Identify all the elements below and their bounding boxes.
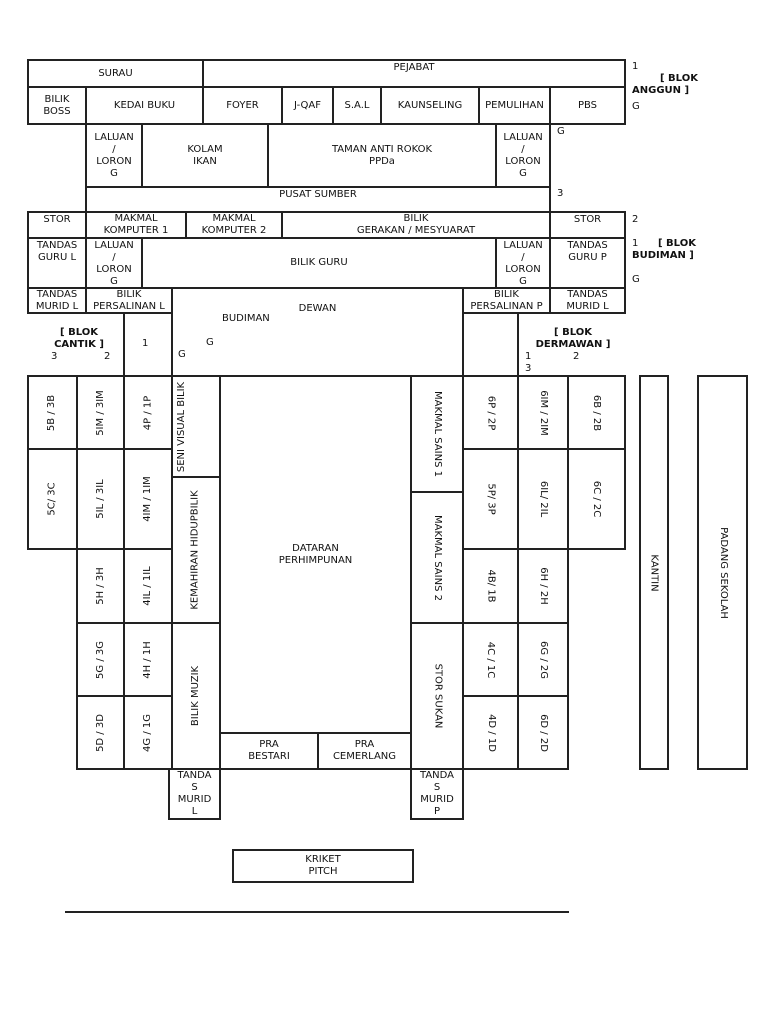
room-laluan-budiman-right: LALUAN / LORON G	[495, 237, 551, 289]
dewan-budiman-label: BUDIMAN	[222, 313, 270, 324]
area-padang-sekolah: PADANG SEKOLAH	[697, 375, 748, 770]
floor-mark-g: G	[206, 337, 214, 348]
classroom: 6C / 2C	[567, 448, 626, 550]
room-pusat-sumber: PUSAT SUMBER	[85, 186, 551, 213]
room-jqaf: J-QAF	[281, 86, 334, 125]
classroom: 4D / 1D	[462, 695, 519, 770]
room-pemulihan: PEMULIHAN	[478, 86, 551, 125]
block-label-dermawan: [ BLOK DERMAWAN ]	[535, 327, 611, 350]
boundary-line	[65, 911, 569, 913]
classroom: 5IM / 3IM	[76, 375, 125, 450]
classroom: 6H / 2H	[517, 548, 569, 624]
room-stor-right: STOR	[549, 211, 626, 239]
classroom: 4H / 1H	[123, 622, 173, 697]
room-tandas-guru-p: TANDAS GURU P	[549, 237, 626, 289]
classroom: 5G / 3G	[76, 622, 125, 697]
floor-mark-2: 2	[632, 214, 639, 225]
room-seni-visual: SENI VISUAL BILIK	[171, 375, 221, 478]
classroom: 4B/ 1B	[462, 548, 519, 624]
classroom: 4IM / 1IM	[123, 448, 173, 550]
classroom: 5H / 3H	[76, 548, 125, 624]
room-makmal-sains-2: MAKMAL SAINS 2	[410, 491, 464, 624]
room-taman-anti-rokok: TAMAN ANTI ROKOK PPDa	[267, 123, 497, 188]
room-bilik-muzik: BILIK MUZIK	[171, 622, 221, 770]
room-bilik-gerakan: BILIK GERAKAN / MESYUARAT	[281, 211, 551, 239]
room-pra-cemerlang: PRA CEMERLANG	[317, 732, 412, 770]
floor-mark-3: 3	[557, 188, 564, 199]
room-laluan-right: LALUAN / LORON G	[495, 123, 551, 188]
floor-mark-1: 1	[632, 61, 639, 72]
room-makmal-sains-1: MAKMAL SAINS 1	[410, 375, 464, 493]
room-bilik-boss: BILIK BOSS	[27, 86, 87, 125]
block-label-budiman: [ BLOK BUDIMAN ]	[632, 238, 696, 261]
area-kantin: KANTIN	[639, 375, 669, 770]
room-kedai-buku: KEDAI BUKU	[85, 86, 204, 125]
room-tandas-murid-l: TANDAS MURID L	[27, 287, 87, 314]
room-persalinan-p: BILIK PERSALINAN P	[462, 287, 551, 314]
classroom: 5P/ 3P	[462, 448, 519, 550]
classroom: 6IL/ 2IL	[517, 448, 569, 550]
floor-mark-2: 2	[573, 351, 580, 362]
classroom: 6P / 2P	[462, 375, 519, 450]
room-dewan: DEWAN	[171, 287, 464, 377]
room-foyer: FOYER	[202, 86, 283, 125]
room-stor-left: STOR	[27, 211, 87, 239]
room-tandas-guru-l: TANDAS GURU L	[27, 237, 87, 289]
wall-line	[123, 312, 125, 377]
room-pra-bestari: PRA BESTARI	[219, 732, 319, 770]
room-tandas-murid-l-bottom: TANDA S MURID L	[168, 768, 221, 820]
classroom: 5D / 3D	[76, 695, 125, 770]
room-pbs: PBS	[549, 86, 626, 125]
block-label-cantik: [ BLOK CANTIK ]	[54, 327, 104, 350]
floor-mark-3: 3	[525, 363, 532, 374]
classroom: 4P / 1P	[123, 375, 173, 450]
classroom: 6B / 2B	[567, 375, 626, 450]
area-kriket-pitch: KRIKET PITCH	[232, 849, 414, 883]
classroom: 4G / 1G	[123, 695, 173, 770]
classroom: 5IL / 3IL	[76, 448, 125, 550]
classroom: 4C / 1C	[462, 622, 519, 697]
room-surau: SURAU	[27, 59, 204, 88]
classroom: 6D / 2D	[517, 695, 569, 770]
room-pejabat: PEJABAT	[202, 59, 626, 88]
room-makmal-komputer-2: MAKMAL KOMPUTER 2	[185, 211, 283, 239]
floor-mark-g: G	[632, 101, 640, 112]
room-kaunseling: KAUNSELING	[380, 86, 480, 125]
wall-line	[517, 312, 519, 377]
block-label-anggun: [ BLOK ANGGUN ]	[632, 73, 698, 96]
classroom: 5C/ 3C	[27, 448, 78, 550]
floor-mark-2: 2	[104, 351, 111, 362]
room-stor-sukan: STOR SUKAN	[410, 622, 464, 770]
room-laluan-budiman-left: LALUAN / LORON G	[85, 237, 143, 289]
floor-mark-3: 3	[51, 351, 58, 362]
classroom: 6IM / 2IM	[517, 375, 569, 450]
floor-mark-1: 1	[632, 238, 639, 249]
classroom: 4IL / 1IL	[123, 548, 173, 624]
room-tandas-murid-p: TANDA S MURID P	[410, 768, 464, 820]
room-persalinan-l: BILIK PERSALINAN L	[85, 287, 173, 314]
floor-mark-1: 1	[525, 351, 532, 362]
area-dataran-perhimpunan: DATARAN PERHIMPUNAN	[219, 375, 412, 734]
floor-mark-1: 1	[142, 338, 149, 349]
room-kemahiran-hidup: KEMAHIRAN HIDUPBILIK	[171, 476, 221, 624]
floor-mark-g: G	[178, 349, 186, 360]
floor-mark-g: G	[632, 274, 640, 285]
room-sal: S.A.L	[332, 86, 382, 125]
room-bilik-guru: BILIK GURU	[141, 237, 497, 289]
classroom: 5B / 3B	[27, 375, 78, 450]
room-kolam-ikan: KOLAM IKAN	[141, 123, 269, 188]
floor-mark-g: G	[557, 126, 565, 137]
room-tandas-murid-l-right: TANDAS MURID L	[549, 287, 626, 314]
classroom: 6G / 2G	[517, 622, 569, 697]
room-makmal-komputer-1: MAKMAL KOMPUTER 1	[85, 211, 187, 239]
room-laluan-left: LALUAN / LORON G	[85, 123, 143, 188]
